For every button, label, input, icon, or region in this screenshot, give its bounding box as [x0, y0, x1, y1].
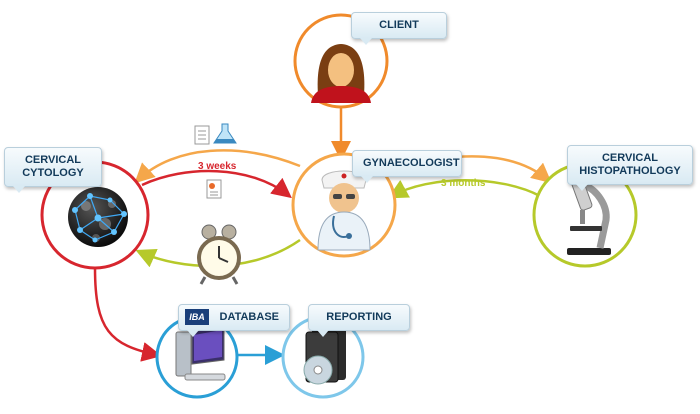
- woman-avatar-icon: [311, 44, 371, 103]
- client-label-text: CLIENT: [379, 19, 419, 31]
- edge-gynaecologist-to-cytology: [134, 149, 301, 184]
- iba-logo: IBA: [185, 309, 209, 325]
- histopathology-label-line1: CERVICAL: [601, 152, 659, 164]
- edge-cytology-to-gynaecologist: [141, 169, 292, 199]
- cytology-label-line2: CYTOLOGY: [22, 167, 84, 179]
- edge-histopathology-to-gynaecologist: [387, 179, 541, 199]
- database-label: IBA DATABASE: [178, 304, 290, 337]
- alarm-clock-icon: [197, 224, 241, 285]
- database-label-text: DATABASE: [219, 311, 279, 323]
- histopathology-turnaround-label: 3 months: [441, 178, 486, 189]
- cytology-label: CERVICAL CYTOLOGY: [4, 147, 102, 193]
- doctor-icon: [317, 170, 371, 251]
- document-icon: [206, 179, 222, 199]
- cytology-turnaround-label: 3 weeks: [198, 161, 237, 172]
- edge-cytology-to-database: [93, 267, 162, 362]
- computer-icon: [175, 325, 226, 381]
- histopathology-label-line2: HISTOPATHOLOGY: [579, 165, 681, 177]
- document-icon: [194, 125, 210, 145]
- gynaecologist-label-text: GYNAECOLOGIST: [363, 157, 460, 169]
- flask-icon: [213, 123, 237, 144]
- gynaecologist-label: GYNAECOLOGIST: [352, 150, 462, 183]
- histopathology-label: CERVICAL HISTOPATHOLOGY: [567, 145, 693, 191]
- client-label: CLIENT: [351, 12, 447, 45]
- cell-network-icon: [68, 187, 128, 247]
- cytology-label-line1: CERVICAL: [24, 154, 82, 166]
- reporting-label-text: REPORTING: [326, 311, 392, 323]
- reporting-label: REPORTING: [308, 304, 410, 337]
